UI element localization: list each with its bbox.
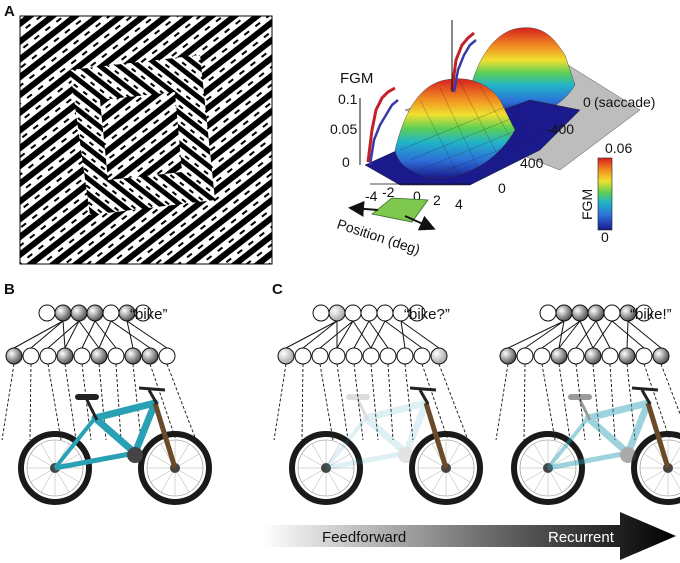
figure-patch	[371, 197, 429, 223]
net-b-top-node	[102, 304, 120, 322]
net-b-mid-node	[90, 347, 108, 365]
bike-image-c-recurrent	[511, 386, 680, 505]
net-c2-mid-node	[567, 347, 585, 365]
texture-stimulus	[19, 15, 273, 265]
net-c1-mid-node	[396, 347, 414, 365]
feedforward-label: Feedforward	[322, 529, 406, 546]
time-tick-1: -400	[546, 121, 574, 137]
net-b-mid-node	[124, 347, 142, 365]
net-c1-top-node	[408, 304, 426, 322]
bike-output-label: “bike”	[130, 306, 168, 323]
net-b-mid-node	[56, 347, 74, 365]
net-c1-top-node	[328, 304, 346, 322]
net-c2-top-node	[555, 304, 573, 322]
net-c2-mid-node	[533, 347, 551, 365]
colorbar-min: 0	[601, 229, 609, 245]
net-b-mid-node	[107, 347, 125, 365]
fgm-axis-label: FGM	[340, 70, 373, 87]
colorbar-max: 0.06	[605, 140, 632, 156]
position-tick-4: 4	[455, 196, 463, 212]
net-c2-mid-node	[635, 347, 653, 365]
net-c1-top-node	[344, 304, 362, 322]
network-c-feedforward: “bike?”	[273, 304, 469, 441]
net-c2-mid-node	[652, 347, 670, 365]
net-c2-mid-node	[618, 347, 636, 365]
time-tick-2: 400	[520, 155, 544, 171]
position-tick-3: 2	[433, 192, 441, 208]
trace-figure-back	[450, 31, 475, 91]
net-b-top-node	[86, 304, 104, 322]
net-c2-mid-node	[550, 347, 568, 365]
net-c2-mid-node	[516, 347, 534, 365]
net-b-top-node	[54, 304, 72, 322]
feedforward-recurrent-arrow: Feedforward Recurrent	[262, 512, 676, 560]
net-b-top-node	[70, 304, 88, 322]
net-b-mid-node	[73, 347, 91, 365]
net-c2-top-node	[635, 304, 653, 322]
panel-letter-b: B	[4, 281, 15, 298]
position-tick-2: 0	[413, 188, 421, 204]
net-c1-mid-node	[430, 347, 448, 365]
net-c2-top-node	[603, 304, 621, 322]
network-b: “bike”	[1, 304, 197, 441]
net-b-mid-node	[141, 347, 159, 365]
net-b-top-node	[134, 304, 152, 322]
bike-image-b	[18, 386, 212, 505]
net-b-top-node	[38, 304, 56, 322]
position-tick-0: -4	[365, 188, 378, 204]
trace-ground-front	[368, 99, 399, 166]
net-c1-top-node	[360, 304, 378, 322]
position-tick-1: -2	[382, 184, 395, 200]
net-c1-top-node	[376, 304, 394, 322]
fgm-tick-1: 0.05	[330, 121, 357, 137]
net-c2-top-node	[587, 304, 605, 322]
net-c1-mid-node	[277, 347, 295, 365]
net-b-mid-node	[5, 347, 23, 365]
net-c2-mid-node	[601, 347, 619, 365]
net-b-mid-node	[39, 347, 57, 365]
position-arrow-left	[348, 200, 379, 217]
trace-ground-back	[452, 39, 477, 93]
time-tick-3: 0	[498, 180, 506, 196]
fgm-tick-2: 0	[342, 154, 350, 170]
panel-letter-a: A	[4, 3, 15, 20]
time-tick-0: 0	[583, 94, 591, 110]
recurrent-label: Recurrent	[548, 529, 615, 546]
net-c1-mid-node	[345, 347, 363, 365]
bike-question-label: “bike?”	[404, 306, 450, 323]
position-axis-label: Position (deg)	[335, 216, 422, 258]
net-c1-top-node	[312, 304, 330, 322]
network-c-recurrent: “bike!”	[495, 304, 680, 441]
fgm-tick-0: 0.1	[338, 91, 358, 107]
net-c1-mid-node	[311, 347, 329, 365]
saccade-label: (saccade)	[594, 94, 655, 110]
panel-letter-c: C	[272, 281, 283, 298]
net-c1-mid-node	[294, 347, 312, 365]
bike-image-c-feedforward	[289, 386, 483, 505]
position-arrow-right	[404, 215, 436, 231]
net-c2-top-node	[539, 304, 557, 322]
net-b-mid-node	[158, 347, 176, 365]
net-c2-mid-node	[584, 347, 602, 365]
figure-ground-3d-plot: FGM 0.1 0.05 0 0 (saccade) -400 400 0 -4…	[330, 20, 655, 258]
net-c1-mid-node	[379, 347, 397, 365]
net-c2-top-node	[571, 304, 589, 322]
surface-peak-front	[394, 78, 516, 179]
bike-exclaim-label: “bike!”	[630, 306, 672, 323]
colorbar-label: FGM	[579, 189, 595, 220]
net-c2-mid-node	[499, 347, 517, 365]
net-c1-mid-node	[362, 347, 380, 365]
colorbar	[597, 157, 613, 231]
net-c1-mid-node	[328, 347, 346, 365]
trace-figure-front	[366, 86, 396, 163]
net-c1-mid-node	[413, 347, 431, 365]
net-b-mid-node	[22, 347, 40, 365]
